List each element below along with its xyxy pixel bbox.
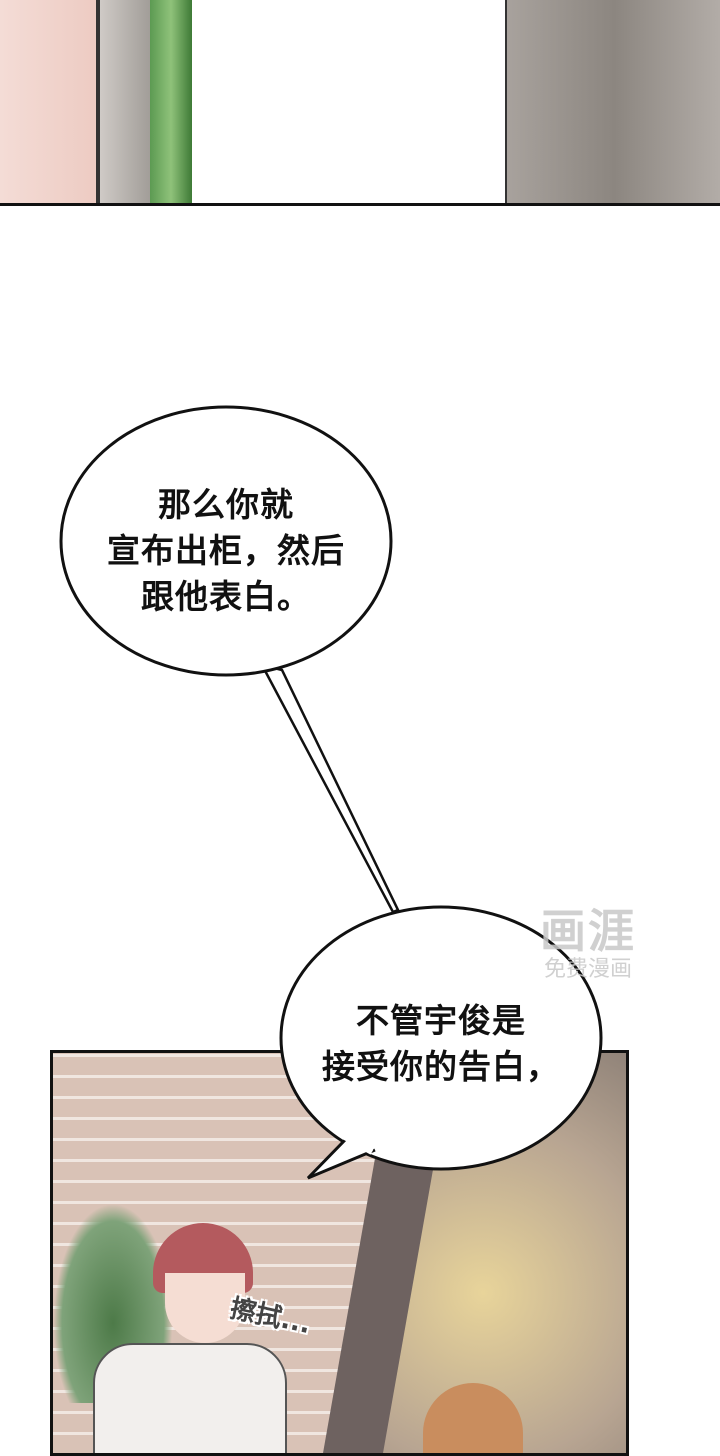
speech-bubble-1-text: 那么你就 宣布出柜，然后 跟他表白。: [70, 482, 382, 620]
bubble-1-line: 宣布出柜，然后: [107, 531, 345, 570]
character-body: [93, 1343, 287, 1453]
character-clothing-right: [505, 0, 720, 203]
character-shirt: [96, 0, 156, 203]
bubble-2-line: 不管宇俊是: [356, 1001, 526, 1040]
plant-pattern: [150, 0, 192, 203]
character-arm: [0, 0, 110, 203]
bubble-1-line: 跟他表白。: [141, 577, 311, 616]
bubble-2-line: 接受你的告白，: [322, 1047, 560, 1086]
character-face: [165, 1273, 245, 1343]
speech-bubble-2-text: 不管宇俊是 接受你的告白，: [296, 998, 586, 1090]
bubble-1-line: 那么你就: [158, 485, 294, 524]
speech-bubble-2: [279, 905, 603, 1180]
top-comic-panel: [0, 0, 720, 206]
speech-bubble-1: [59, 405, 400, 914]
watermark-subtitle: 免费漫画: [543, 957, 632, 982]
watermark-logo: 画涯: [540, 904, 636, 958]
watermark: 画涯 免费漫画: [540, 905, 636, 983]
